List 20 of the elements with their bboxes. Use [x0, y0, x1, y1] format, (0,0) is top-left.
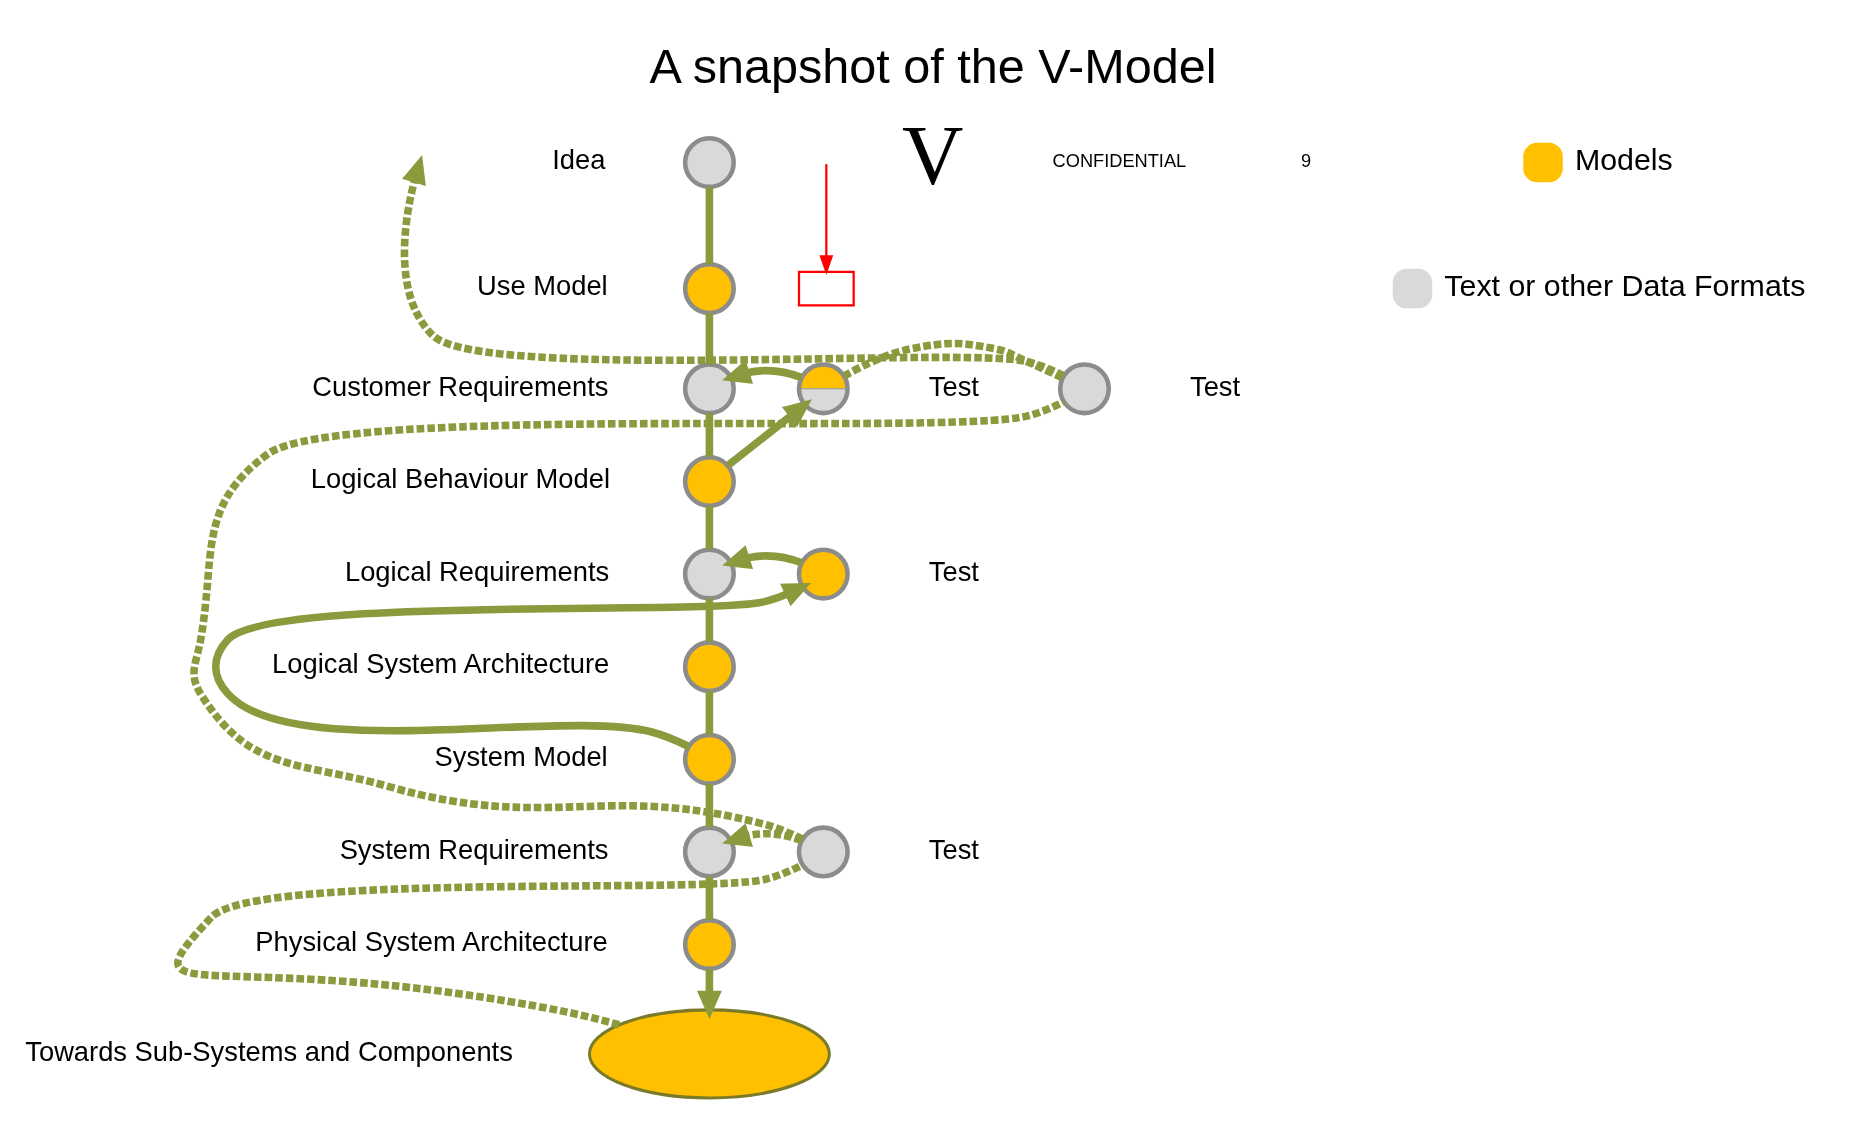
node-label: Test	[928, 370, 979, 402]
node-label: System Requirements	[339, 833, 609, 865]
node-label: Logical Behaviour Model	[310, 463, 611, 495]
label: V	[901, 107, 964, 202]
node-label: Test	[928, 833, 979, 865]
node-label: Physical System Architecture	[255, 926, 608, 958]
node-label: Use Model	[477, 270, 608, 302]
node-label: Customer Requirements	[312, 370, 609, 402]
node-label: Test	[928, 555, 979, 587]
node-label: Idea	[552, 144, 606, 176]
node-label: Test	[1189, 370, 1241, 402]
node-label: Logical System Architecture	[272, 648, 610, 680]
diagram-title: A snapshot of the V-Model	[649, 39, 1217, 94]
node-label: Towards Sub-Systems and Components	[25, 1035, 513, 1067]
legend-label: Models	[1574, 143, 1673, 177]
legend-label: Text or other Data Formats	[1444, 269, 1806, 303]
node-label: Logical Requirements	[344, 555, 610, 587]
label: 9	[1301, 151, 1312, 172]
label: CONFIDENTIAL	[1052, 151, 1187, 172]
node-label: System Model	[434, 741, 608, 772]
